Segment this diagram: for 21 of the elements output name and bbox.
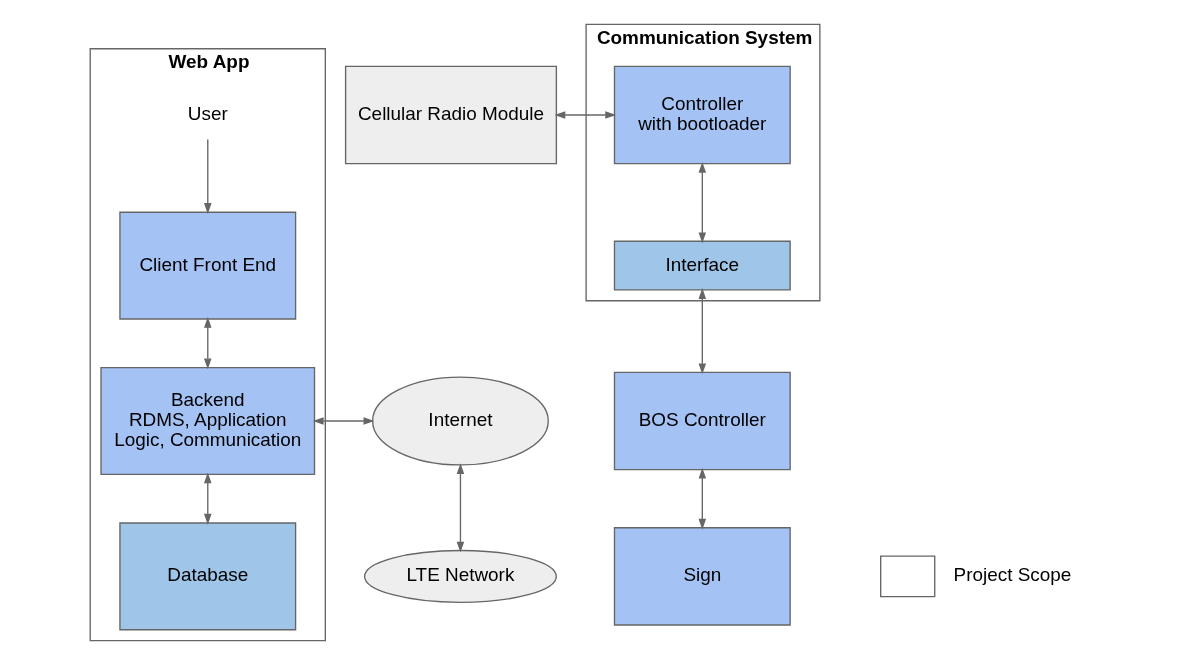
node-box: Database <box>119 522 297 631</box>
node-box: Backend RDMS, Application Logic, Communication <box>100 366 316 476</box>
arrow <box>698 467 707 530</box>
node-ellipse: Internet <box>371 376 549 466</box>
node-ellipse: LTE Network <box>363 549 557 603</box>
arrow <box>312 417 375 425</box>
node-box: Sign <box>613 527 791 626</box>
arrow <box>203 138 212 214</box>
arrow <box>698 288 707 375</box>
node-box: Interface <box>613 240 791 291</box>
node-text: User <box>187 102 228 124</box>
arrow <box>698 161 707 244</box>
node-box: BOS Controller <box>613 371 791 471</box>
node-box: Client Front End <box>119 211 297 320</box>
arrow <box>203 317 212 370</box>
legend-label: Project Scope <box>953 564 1072 586</box>
node-box: Controller with bootloader <box>613 65 791 165</box>
arrow <box>554 111 617 119</box>
arrow <box>203 472 212 525</box>
node-box: Cellular Radio Module <box>344 65 558 165</box>
arrow <box>456 463 465 553</box>
